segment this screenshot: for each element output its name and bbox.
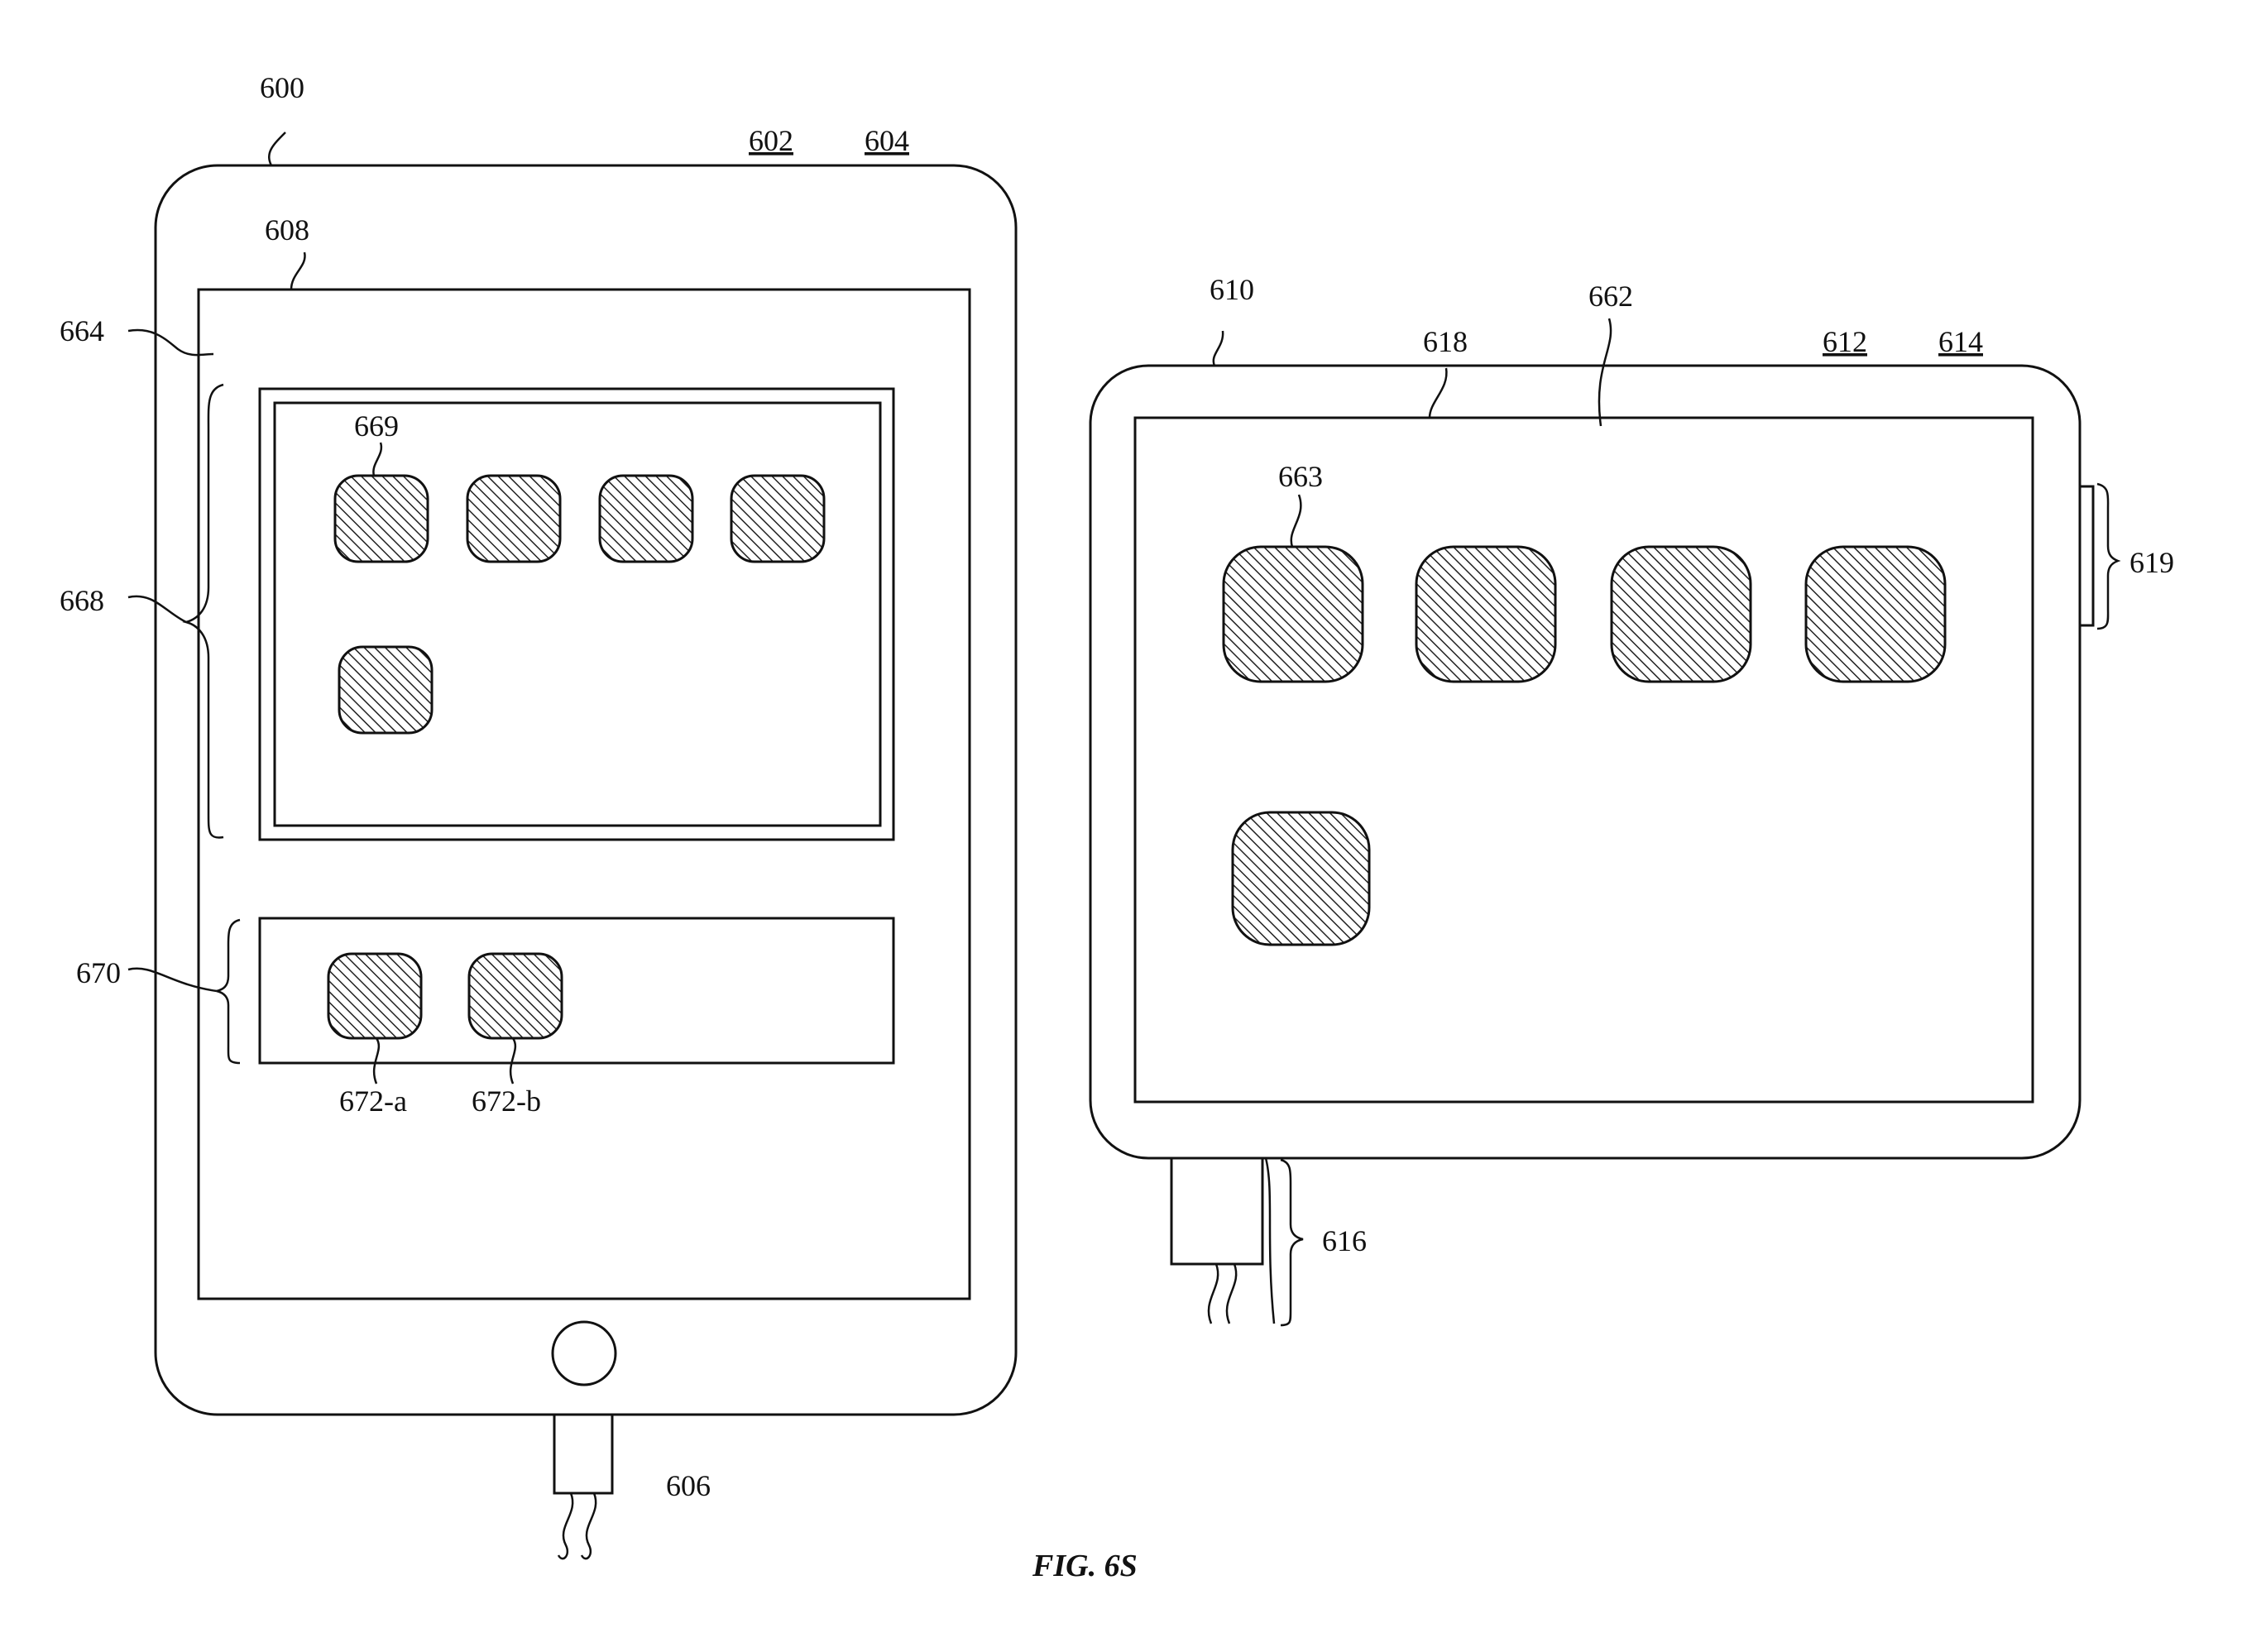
- label-602: 602: [749, 124, 793, 157]
- home-button[interactable]: [553, 1322, 616, 1385]
- label-616: 616: [1322, 1224, 1367, 1257]
- label-618: 618: [1423, 325, 1468, 358]
- label-672-b: 672-b: [472, 1085, 541, 1118]
- folder-668-outer: [260, 389, 893, 840]
- device-600-body: [156, 165, 1016, 1415]
- app-icon[interactable]: [1416, 547, 1555, 682]
- display-608: [199, 290, 970, 1299]
- label-610: 610: [1210, 273, 1254, 306]
- label-672-a: 672-a: [339, 1085, 407, 1118]
- leader-662: [1599, 318, 1611, 426]
- dock-icon-672-a[interactable]: [328, 954, 421, 1038]
- device-610: [1090, 318, 2118, 1325]
- leader-600: [269, 132, 285, 165]
- app-icon[interactable]: [339, 647, 432, 733]
- label-612: 612: [1823, 325, 1867, 358]
- cable-606-connector: [554, 1415, 612, 1493]
- brace-616: [1281, 1160, 1303, 1325]
- label-619: 619: [2129, 546, 2174, 579]
- app-icon-663[interactable]: [1224, 547, 1363, 682]
- cable-616-connector: [1171, 1158, 1262, 1264]
- label-614: 614: [1938, 325, 1983, 358]
- device-610-body: [1090, 366, 2080, 1158]
- brace-670: [217, 920, 240, 1063]
- leader-672-b: [510, 1038, 515, 1084]
- label-604: 604: [865, 124, 909, 157]
- label-664: 664: [60, 314, 104, 347]
- label-606: 606: [666, 1469, 711, 1502]
- leader-672-a: [374, 1038, 379, 1084]
- leader-608: [291, 252, 305, 290]
- leader-610: [1214, 331, 1223, 366]
- label-600: 600: [260, 71, 304, 104]
- brace-619: [2097, 484, 2118, 629]
- leader-669: [373, 443, 381, 476]
- device-600: [128, 132, 1016, 1559]
- display-618: [1135, 418, 2033, 1102]
- side-button[interactable]: [2080, 486, 2093, 625]
- label-669: 669: [354, 409, 399, 443]
- label-668: 668: [60, 584, 104, 617]
- app-icon[interactable]: [467, 476, 560, 562]
- folder-668-inner: [275, 403, 880, 826]
- label-608: 608: [265, 213, 309, 247]
- app-icon[interactable]: [600, 476, 692, 562]
- label-670: 670: [76, 956, 121, 989]
- cable-606-wire-a: [558, 1493, 572, 1559]
- figure-caption: FIG. 6S: [1032, 1549, 1138, 1583]
- reference-labels: 600 602 604 608 664 669 668 670 672-a 67…: [60, 71, 2174, 1583]
- cable-616-wire-c: [1266, 1158, 1274, 1324]
- leader-670: [128, 969, 217, 991]
- dock-icon-672-b[interactable]: [469, 954, 562, 1038]
- cable-616-wire-b: [1227, 1264, 1236, 1324]
- app-icon[interactable]: [1806, 547, 1945, 682]
- label-663: 663: [1278, 460, 1323, 493]
- cable-606-wire-b: [582, 1493, 596, 1559]
- leader-663: [1291, 495, 1301, 547]
- label-662: 662: [1588, 280, 1633, 313]
- leader-664: [128, 330, 213, 355]
- app-icon[interactable]: [1233, 812, 1369, 945]
- cable-616-wire-a: [1209, 1264, 1218, 1324]
- app-icon-669[interactable]: [335, 476, 428, 562]
- app-icon[interactable]: [731, 476, 824, 562]
- leader-618: [1430, 368, 1446, 418]
- leader-668: [128, 596, 186, 622]
- app-icon[interactable]: [1612, 547, 1751, 682]
- brace-668: [186, 385, 223, 838]
